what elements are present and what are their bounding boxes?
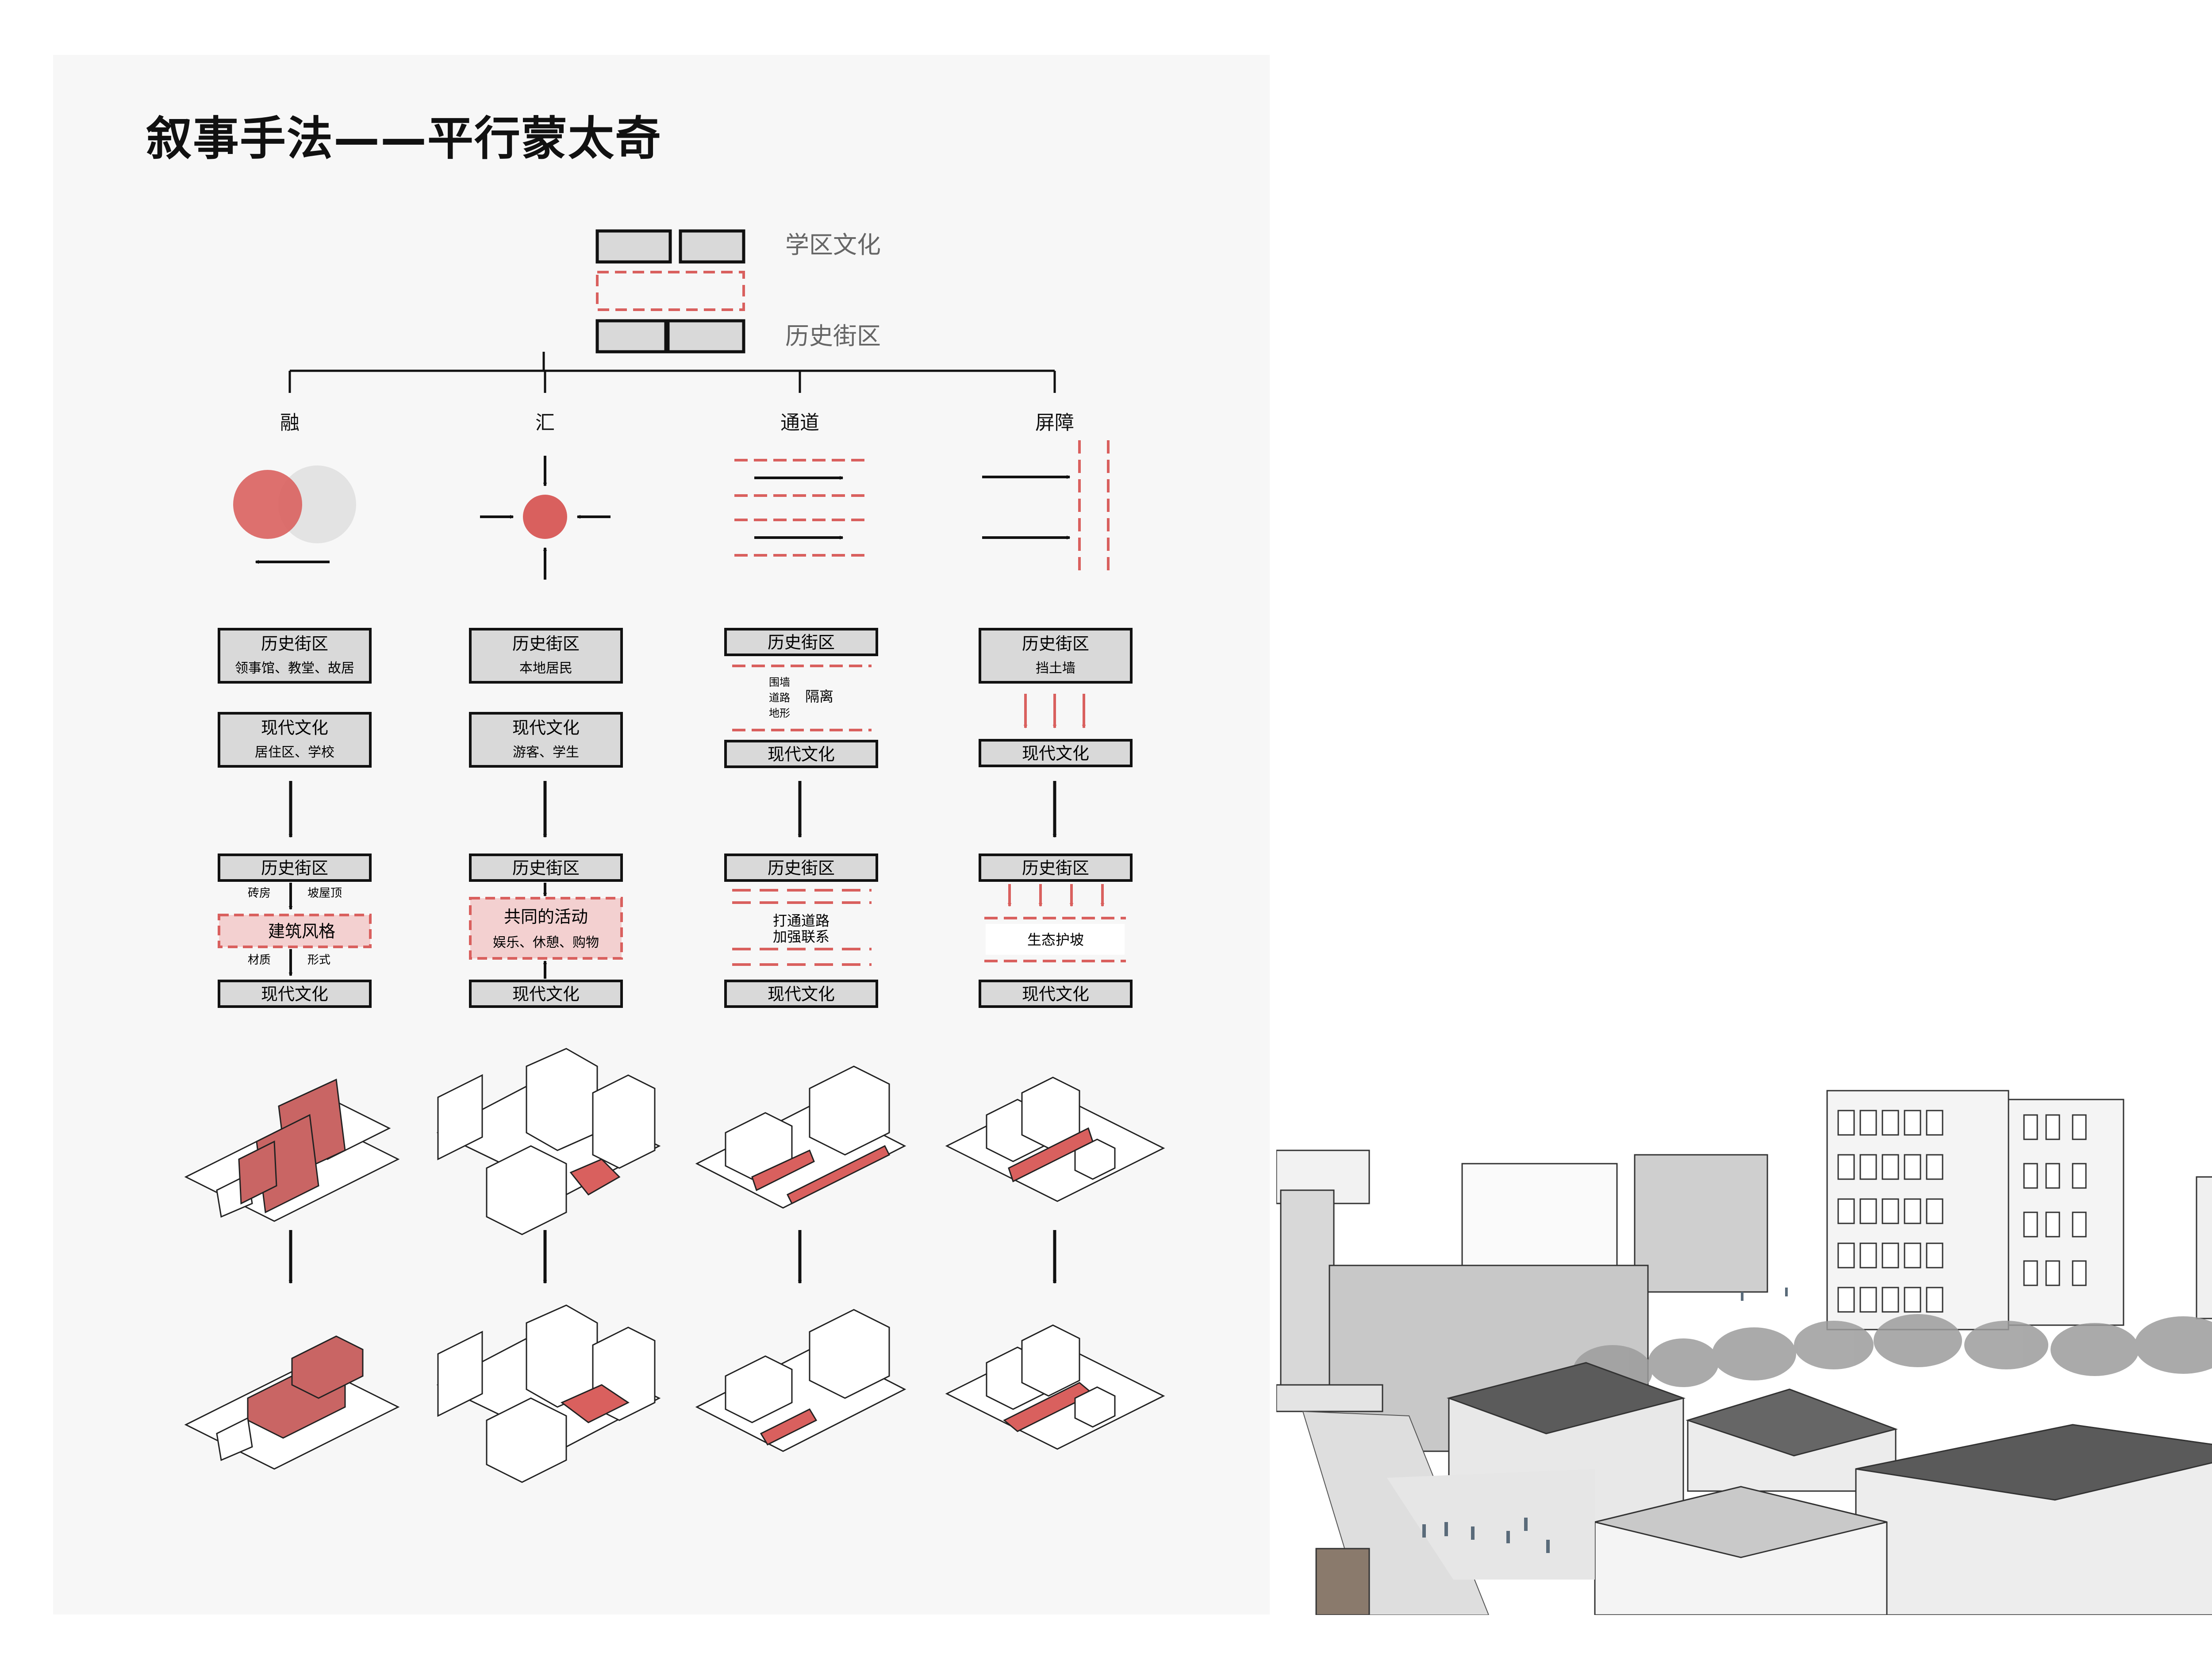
hui-box2-title: 现代文化	[512, 718, 580, 738]
tongdao-box2-title: 现代文化	[768, 745, 835, 764]
iso-down-arrows	[288, 1230, 1057, 1284]
rong-side-left-top: 砖房	[248, 887, 271, 900]
pingzhang-mid-box	[986, 924, 1125, 955]
heading-rong: 融	[280, 411, 300, 434]
pingzhang-box1	[979, 628, 1133, 684]
tongdao-box2	[724, 740, 878, 768]
column-tongdao-flow: 历史街区 围墙 道路 地形 隔离 现代文化 历史街区 打通道路 加强联系 现代文…	[724, 628, 878, 1008]
heading-pingzhang: 屏障	[1035, 411, 1074, 434]
rong-mid-box	[218, 914, 372, 948]
page-title: 叙事手法——平行蒙太奇	[146, 111, 662, 165]
column-hui-flow: 历史街区 本地居民 现代文化 游客、学生 历史街区 共同的活动 娱乐、休憩、购物…	[469, 628, 623, 1008]
legend-bottom-label: 历史街区	[785, 322, 881, 350]
pingzhang-mid-title: 生态护坡	[1027, 931, 1084, 948]
tongdao-bottom-bar	[724, 980, 878, 1008]
rong-box1-title: 历史街区	[261, 634, 328, 654]
rong-box2-title: 现代文化	[261, 718, 328, 738]
rong-box2	[218, 712, 372, 768]
hui-top-title: 历史街区	[512, 858, 580, 878]
tongdao-side-item-3: 地形	[769, 707, 790, 719]
tongdao-top-title: 历史街区	[768, 858, 835, 878]
legend-dashed-band	[596, 271, 745, 311]
tongdao-top-bar	[724, 853, 878, 882]
tongdao-mid-line1: 打通道路	[773, 912, 830, 929]
wooden-shed	[1315, 1548, 1370, 1615]
hui-mid-box	[469, 897, 623, 960]
heading-tongdao: 通道	[780, 411, 819, 434]
legend-block-bottom-left	[595, 319, 668, 354]
hui-box1-sub: 本地居民	[519, 661, 572, 676]
pingzhang-top-title: 历史街区	[1022, 858, 1089, 878]
montage-diagram: 学区文化 历史街区 融 汇 通道 屏障	[184, 229, 1165, 1483]
street-perspective-illustration	[1276, 1080, 2212, 1615]
icon-hui	[480, 456, 611, 580]
hui-box1-title: 历史街区	[512, 634, 580, 654]
icon-pingzhang	[982, 440, 1110, 575]
tongdao-bottom-title: 现代文化	[768, 984, 835, 1004]
iso-pingzhang-after	[945, 1324, 1165, 1450]
icon-tongdao	[734, 459, 867, 557]
rong-side-right-bottom: 形式	[307, 953, 330, 967]
tongdao-mid-line2: 加强联系	[773, 928, 830, 945]
tongdao-side-right: 隔离	[805, 688, 833, 705]
tree-connector	[288, 352, 1056, 393]
tall-building-windows	[1837, 1110, 2087, 1313]
rong-side-left-bottom: 材质	[248, 953, 271, 967]
rong-bottom-bar	[218, 980, 372, 1008]
column-rong-flow: 历史街区 领事馆、教堂、故居 现代文化 居住区、学校 历史街区 砖房 坡屋顶 建…	[218, 628, 372, 1008]
iso-rong-before	[184, 1078, 400, 1222]
pedestrians	[1422, 1288, 1788, 1553]
legend-block-top-left	[595, 229, 672, 264]
iso-rong-after	[184, 1335, 400, 1470]
column-headings: 融 汇 通道 屏障	[280, 411, 1074, 434]
hui-mid-sub: 娱乐、休憩、购物	[493, 935, 599, 950]
legend-block-bottom-right	[666, 319, 745, 354]
tongdao-side-item-1: 围墙	[769, 676, 790, 688]
hui-bottom-title: 现代文化	[512, 984, 580, 1004]
pingzhang-bottom-title: 现代文化	[1022, 984, 1089, 1004]
pingzhang-top-bar	[979, 853, 1133, 882]
iso-pingzhang-before	[945, 1076, 1165, 1202]
iso-hui-after	[436, 1304, 661, 1483]
icon-rong	[233, 465, 356, 564]
tongdao-box1-title: 历史街区	[768, 633, 835, 652]
rong-top-title: 历史街区	[261, 858, 328, 878]
iso-row-before	[184, 1048, 1165, 1235]
rong-side-right-top: 坡屋顶	[307, 887, 342, 900]
rong-mid-title: 建筑风格	[268, 922, 335, 941]
legend: 学区文化 历史街区	[595, 229, 881, 354]
pingzhang-box1-title: 历史街区	[1022, 634, 1089, 654]
rong-box1	[218, 628, 372, 684]
hui-box2	[469, 712, 623, 768]
hui-mid-title: 共同的活动	[504, 907, 588, 927]
pingzhang-box2	[979, 739, 1133, 767]
pingzhang-bottom-bar	[979, 980, 1133, 1008]
rong-box1-sub: 领事馆、教堂、故居	[235, 661, 354, 676]
rong-top-bar	[218, 853, 372, 882]
heading-hui: 汇	[535, 411, 555, 434]
iso-tongdao-after	[695, 1309, 906, 1452]
hui-bottom-bar	[469, 980, 623, 1008]
tongdao-side-item-2: 道路	[769, 692, 790, 704]
iso-row-after	[184, 1304, 1165, 1483]
hui-box2-sub: 游客、学生	[513, 745, 579, 760]
pingzhang-box2-title: 现代文化	[1022, 744, 1089, 763]
iso-tongdao-before	[695, 1065, 906, 1209]
rong-bottom-title: 现代文化	[261, 984, 328, 1004]
hui-top-bar	[469, 853, 623, 882]
column-pingzhang-flow: 历史街区 挡土墙 现代文化 历史街区 生态护坡 现代文化	[979, 628, 1133, 1008]
tree-band	[1573, 1314, 2212, 1398]
tongdao-box1	[724, 628, 878, 656]
legend-block-top-right	[679, 229, 745, 264]
rong-box2-sub: 居住区、学校	[255, 745, 334, 760]
iso-hui-before	[436, 1048, 661, 1235]
legend-top-label: 学区文化	[785, 231, 881, 259]
hui-box1	[469, 628, 623, 684]
pingzhang-box1-sub: 挡土墙	[1036, 661, 1075, 676]
